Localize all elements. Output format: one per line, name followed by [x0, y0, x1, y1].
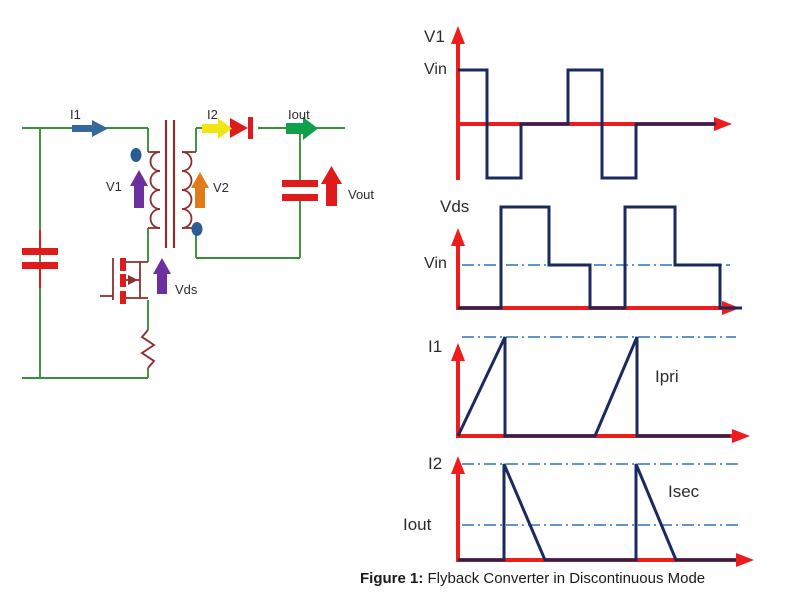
v1-arrow	[130, 170, 148, 208]
iout-arrow	[286, 117, 318, 140]
i1-axis-label: I1	[428, 337, 443, 356]
i2-axis-label: I2	[428, 454, 443, 473]
figure-caption-prefix: Figure 1:	[360, 570, 424, 587]
v1-vin-tick-label: Vin	[424, 61, 447, 78]
current-arrows	[72, 117, 342, 294]
v1-axes	[451, 26, 732, 180]
label-iout: Iout	[288, 107, 310, 122]
rectifier-diode	[230, 117, 253, 139]
v2-arrow	[191, 172, 209, 208]
label-vout: Vout	[348, 187, 375, 202]
vds-vin-tick-label: Vin	[424, 255, 447, 272]
label-i1: I1	[70, 107, 81, 122]
iout-tick-label: Iout	[403, 515, 432, 534]
transformer-primary-coil	[148, 151, 161, 229]
i2-trace	[458, 463, 736, 562]
i1-waveform-panel	[451, 336, 750, 443]
secondary-polarity-dot	[191, 222, 203, 236]
i1-arrow	[72, 120, 108, 137]
i2-axes	[451, 456, 754, 567]
mosfet-body-arrow	[128, 275, 138, 285]
vds-axis-label: Vds	[440, 197, 470, 216]
v1-waveform-panel	[451, 26, 732, 180]
vds-arrow	[153, 258, 171, 294]
output-capacitor	[282, 180, 318, 201]
transformer	[130, 120, 203, 248]
input-capacitor	[22, 230, 58, 288]
i2-arrow	[202, 118, 232, 139]
i1-trace	[456, 336, 730, 438]
v1-axis-label: V1	[424, 27, 445, 46]
v1-trace	[458, 68, 716, 180]
label-vds: Vds	[175, 282, 198, 297]
label-i2: I2	[207, 107, 218, 122]
transformer-secondary-coil	[181, 151, 196, 229]
vds-axes	[451, 228, 740, 315]
sense-resistor	[140, 329, 156, 369]
ipri-annotation: Ipri	[655, 367, 679, 386]
vds-waveform-panel	[451, 205, 742, 315]
label-v1: V1	[106, 179, 122, 194]
i2-waveform-panel	[451, 456, 754, 567]
label-v2: V2	[213, 180, 229, 195]
primary-polarity-dot	[130, 148, 142, 162]
figure-caption: Figure 1: Flyback Converter in Discontin…	[360, 570, 705, 587]
figure-caption-text: Flyback Converter in Discontinuous Mode	[423, 570, 706, 587]
vout-arrow	[321, 166, 342, 206]
isec-annotation: Isec	[668, 482, 700, 501]
vds-trace	[458, 205, 742, 310]
mosfet	[100, 258, 148, 304]
